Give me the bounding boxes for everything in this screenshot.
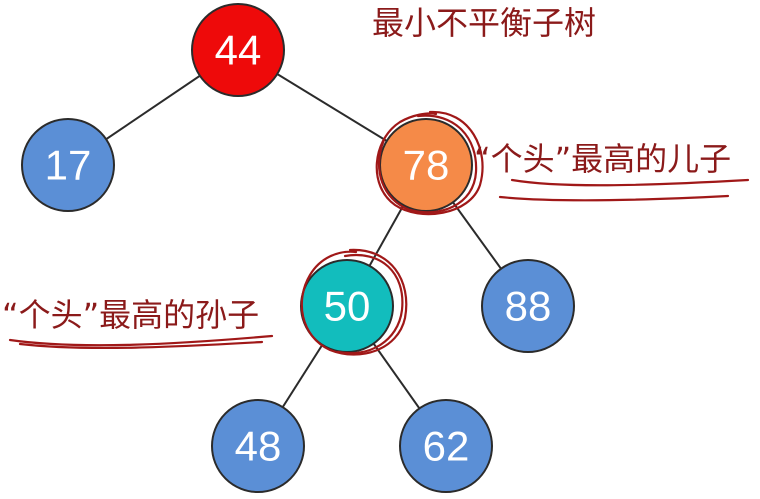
node-circle-48 — [211, 399, 305, 493]
tree-node-50: 50 — [300, 259, 394, 353]
node-label-44: 44 — [215, 27, 262, 74]
node-label-88: 88 — [505, 283, 552, 330]
tree-node-88: 88 — [481, 259, 575, 353]
node-circle-17 — [21, 118, 115, 212]
annotation-tallest-child: “个头”最高的儿子 — [474, 140, 731, 178]
ink-highlights — [8, 110, 750, 356]
tree-node-78: 78 — [379, 118, 473, 212]
tree-edges — [67, 49, 529, 447]
node-circle-44 — [191, 3, 285, 97]
annotation-tallest-grandchild: “个头”最高的孙子 — [2, 296, 259, 334]
node-label-48: 48 — [235, 423, 282, 470]
node-label-50: 50 — [324, 283, 371, 330]
node-label-17: 17 — [45, 142, 92, 189]
ink-circle-78-a — [375, 110, 484, 216]
ink-underline-child-a — [510, 178, 750, 187]
tree-node-62: 62 — [399, 399, 493, 493]
ink-underline-grandchild — [8, 334, 274, 350]
node-circle-78 — [379, 118, 473, 212]
node-circle-88 — [481, 259, 575, 353]
node-circle-62 — [399, 399, 493, 493]
tree-node-48: 48 — [211, 399, 305, 493]
ink-circle-78-b — [377, 114, 478, 214]
ink-underline-child-b — [498, 194, 730, 202]
tree-node-17: 17 — [21, 118, 115, 212]
diagram-title: 最小不平衡子树 — [372, 4, 596, 42]
node-label-62: 62 — [423, 423, 470, 470]
tree-node-44: 44 — [191, 3, 285, 97]
ink-circle-50-b — [336, 253, 404, 355]
node-label-78: 78 — [403, 142, 450, 189]
